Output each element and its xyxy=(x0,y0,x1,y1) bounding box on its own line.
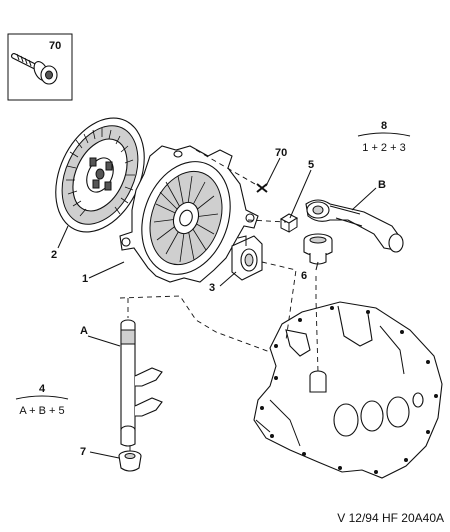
kit-4-group: 4 A + B + 5 xyxy=(15,383,69,417)
fork-shaft xyxy=(120,319,163,447)
bolt-inset-box: 70 xyxy=(7,33,73,101)
kit-8-number: 8 xyxy=(381,120,387,132)
callout-1: 1 xyxy=(82,273,88,285)
kit-8-bracket xyxy=(357,132,411,137)
pressure-plate xyxy=(119,145,259,283)
callout-3: 3 xyxy=(209,282,215,294)
bolt-icon xyxy=(11,53,58,85)
callout-70-inset: 70 xyxy=(49,40,61,52)
gearbox-housing xyxy=(253,301,443,479)
callout-70: 70 xyxy=(275,147,287,159)
kit-4-number: 4 xyxy=(39,383,46,395)
kit-8-group: 8 1 + 2 + 3 xyxy=(357,120,411,154)
shaft-bush xyxy=(118,450,142,472)
callout-B: B xyxy=(378,179,386,191)
fork-pad xyxy=(279,213,299,233)
alignment-lines xyxy=(119,149,319,452)
kit-4-bracket xyxy=(15,395,69,400)
callout-A: A xyxy=(80,325,88,337)
kit-4-formula: A + B + 5 xyxy=(19,405,64,417)
callout-7: 7 xyxy=(80,446,86,458)
guide-bush xyxy=(303,233,333,265)
leader-lines xyxy=(57,157,377,459)
callout-6: 6 xyxy=(301,270,307,282)
release-bearing xyxy=(231,235,263,281)
clutch-disc xyxy=(55,117,145,233)
reference-code: V 12/94 HF 20A40A xyxy=(337,511,444,525)
callout-2: 2 xyxy=(51,249,57,261)
kit-8-formula: 1 + 2 + 3 xyxy=(362,142,405,154)
callout-5: 5 xyxy=(308,159,314,171)
release-fork xyxy=(305,199,404,253)
